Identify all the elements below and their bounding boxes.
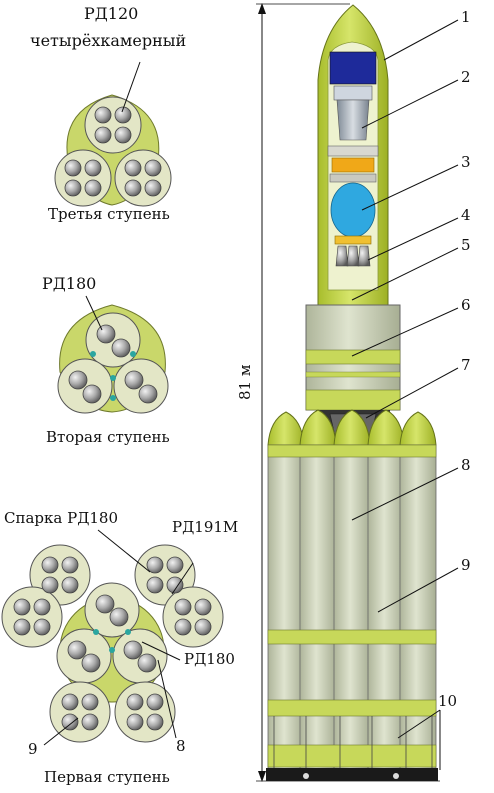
callout-10: 10 [438, 692, 458, 710]
callout-5: 5 [461, 236, 471, 254]
stage1-engine-rd191m: РД191М [172, 518, 239, 536]
stage1-engine-rd180: РД180 [184, 650, 235, 668]
stage2-engine-cluster [57, 295, 169, 414]
stage1-caption: Первая ступень [44, 768, 170, 786]
stage3-engine-name: РД120 [84, 4, 139, 23]
stage1-callout-8: 8 [176, 737, 186, 755]
callout-4: 4 [461, 206, 471, 224]
stage2-caption: Вторая ступень [46, 428, 170, 446]
stage3-engine-cluster [54, 61, 172, 207]
stage2-engine-name: РД180 [42, 274, 97, 293]
rocket-side-view [256, 3, 459, 782]
callout-9: 9 [461, 556, 471, 574]
callout-1: 1 [461, 8, 471, 26]
callout-7: 7 [461, 356, 471, 374]
rocket-height-label: 81 м [236, 364, 254, 400]
stage1-callout-9: 9 [28, 740, 38, 758]
stage3-caption: Третья ступень [48, 205, 170, 223]
callout-6: 6 [461, 296, 471, 314]
stage3-engine-type: четырёхкамерный [30, 31, 187, 50]
stage1-engine-cluster [1, 529, 224, 746]
callout-8: 8 [461, 456, 471, 474]
callout-3: 3 [461, 153, 471, 171]
callout-2: 2 [461, 68, 471, 86]
stage1-twin-engine: Спарка РД180 [4, 509, 119, 527]
